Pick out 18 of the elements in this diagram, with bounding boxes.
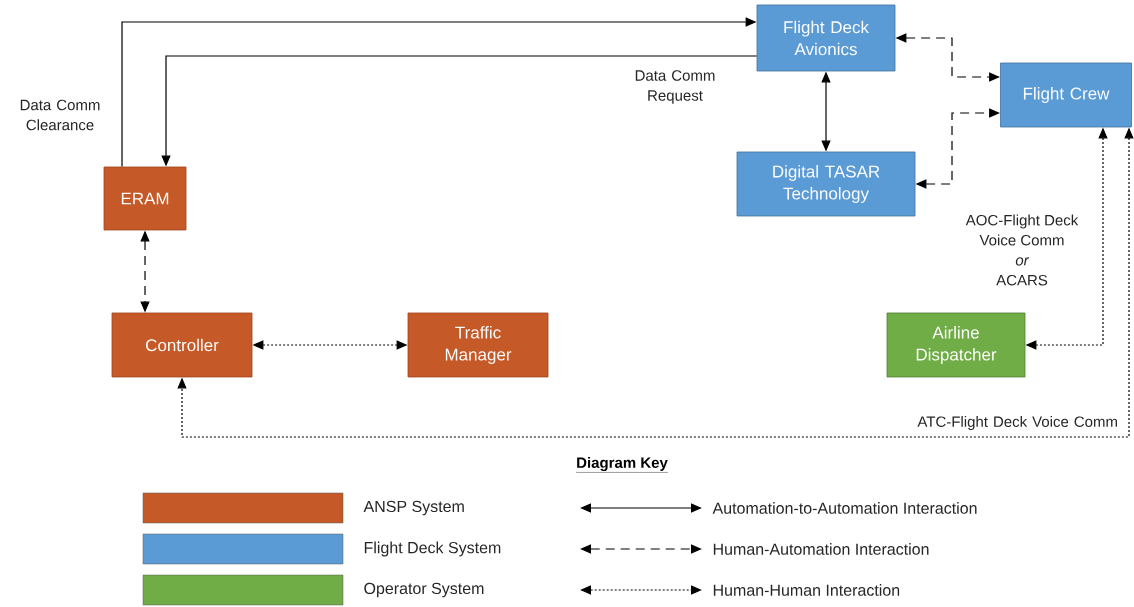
- system-box: Traffic Manager: [407, 312, 549, 378]
- legend-label: Human-Human Interaction: [713, 584, 900, 596]
- legend-label: ANSP System: [363, 500, 464, 516]
- system-box: Flight Crew: [1000, 62, 1132, 128]
- edge-label: ATC-Flight Deck Voice Comm: [917, 416, 1117, 430]
- legend-label: Flight Deck System: [364, 541, 501, 557]
- legend-label: Automation-to-Automation Interaction: [712, 502, 977, 514]
- edge-label: AOC-Flight Deck Voice Comm or ACARS: [965, 214, 1079, 286]
- system-box: ERAM: [103, 166, 187, 231]
- system-box: Controller: [111, 312, 253, 378]
- legend-label: Operator System: [364, 582, 484, 598]
- legend-label: Human-Automation Interaction: [713, 543, 929, 555]
- legend-heading: Diagram Key: [575, 456, 669, 473]
- edge-label: Data Comm Request: [635, 70, 715, 104]
- system-box: Flight Deck Avionics: [756, 4, 896, 72]
- system-box: Digital TASAR Technology: [736, 151, 916, 217]
- system-box: Airline Dispatcher: [886, 312, 1026, 378]
- edge-label: Data Comm Clearance: [20, 99, 100, 131]
